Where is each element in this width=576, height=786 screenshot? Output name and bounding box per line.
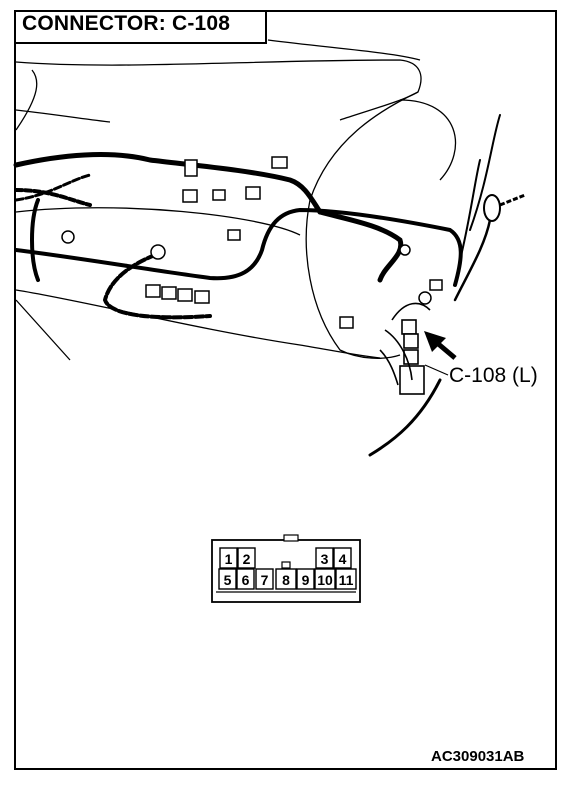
pin-1: 1 — [225, 551, 233, 567]
pin-4: 4 — [339, 551, 347, 567]
callout-arrow — [424, 331, 457, 376]
pin-5: 5 — [224, 572, 232, 588]
diagram-frame — [14, 10, 557, 770]
grommet — [483, 193, 526, 222]
connector-callout-label: C-108 (L) — [449, 364, 538, 387]
dashboard-outline — [15, 39, 457, 361]
pin-7: 7 — [261, 572, 269, 588]
figure-id: AC309031AB — [431, 748, 525, 765]
connector-key-top — [283, 534, 299, 542]
pin-11: 11 — [339, 572, 354, 588]
diagram-title: CONNECTOR: C-108 — [22, 12, 231, 35]
pin-10: 10 — [317, 572, 333, 588]
pin-3: 3 — [321, 551, 329, 567]
main-harness — [13, 114, 501, 457]
pin-6: 6 — [242, 572, 250, 588]
c108-connector-cluster — [379, 302, 431, 395]
pin-2: 2 — [243, 551, 251, 567]
pin-9: 9 — [302, 572, 310, 588]
title-box — [14, 10, 267, 44]
connector-face: 1 2 3 4 5 6 7 8 9 10 11 — [211, 534, 361, 603]
pin-8: 8 — [282, 572, 290, 588]
harness-connectors — [61, 156, 443, 329]
